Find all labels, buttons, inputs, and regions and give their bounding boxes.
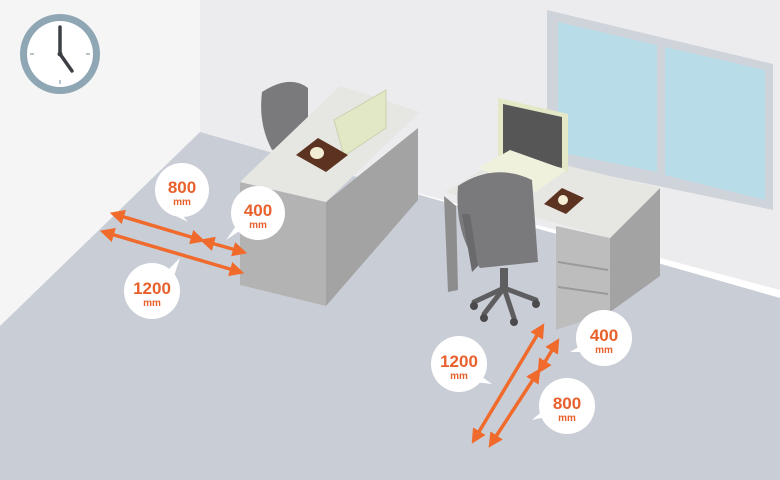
measurement-unit: mm: [595, 345, 613, 356]
window: [547, 10, 773, 210]
measurement-value: 800: [553, 394, 581, 413]
measurement-value: 1200: [133, 279, 171, 298]
left-mouse-pad: [296, 138, 348, 172]
measurement-bubble-400mm-right: 400 mm: [570, 310, 632, 366]
measurement-bubble-1200mm-right: 1200 mm: [431, 336, 492, 392]
measurement-unit: mm: [450, 371, 468, 382]
measurement-bubble-800mm-right: 800 mm: [532, 378, 595, 434]
measurement-bubble-400mm-left: 400 mm: [226, 186, 285, 240]
left-monitor: [333, 89, 387, 157]
measurement-value: 400: [590, 326, 618, 345]
right-monitor: [478, 98, 568, 192]
wall-clock-icon: [20, 14, 100, 94]
right-desk: [444, 152, 660, 330]
dimension-arrow-400mm-right: [537, 338, 560, 374]
measurement-bubble-800mm-left: 800 mm: [155, 163, 209, 222]
measurement-value: 1200: [440, 352, 478, 371]
measurement-unit: mm: [249, 220, 267, 231]
measurement-value: 400: [244, 201, 272, 220]
dimension-arrow-1200mm-left: [99, 227, 245, 277]
right-mouse-pad: [544, 188, 584, 214]
measurement-bubble-1200mm-left: 1200 mm: [124, 258, 180, 319]
dimension-arrow-800mm-right: [488, 368, 541, 448]
measurement-unit: mm: [173, 197, 191, 208]
measurement-value: 800: [168, 178, 196, 197]
right-office-chair: [457, 172, 540, 326]
measurement-unit: mm: [143, 298, 161, 309]
measurement-unit: mm: [558, 413, 576, 424]
